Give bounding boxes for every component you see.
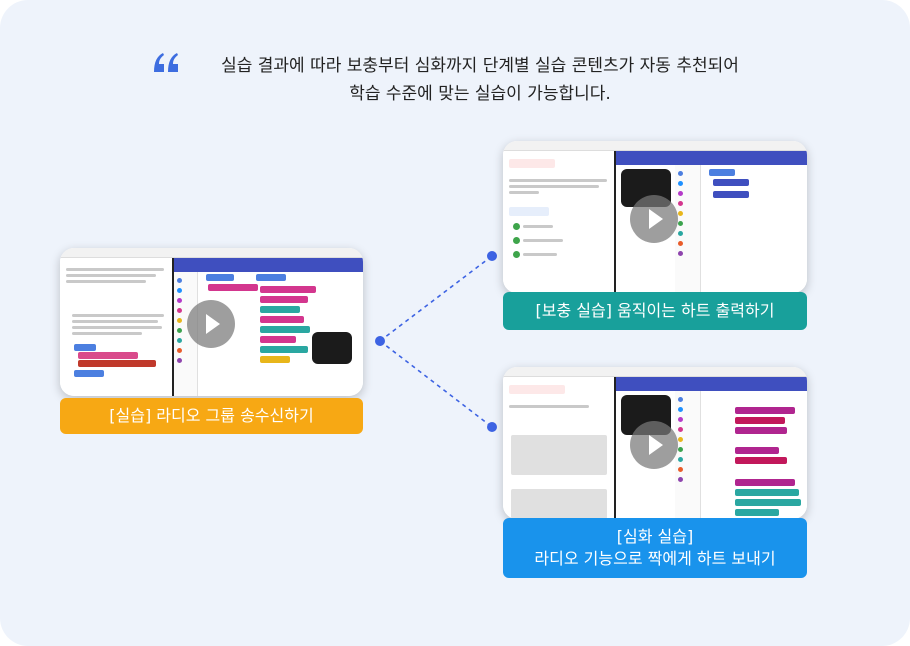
play-icon[interactable] <box>630 195 678 243</box>
play-icon[interactable] <box>187 300 235 348</box>
supplement-practice-title: [보충 실습] 움직이는 하트 출력하기 <box>535 301 775 320</box>
supplement-practice-video[interactable] <box>503 141 807 293</box>
main-practice-label: [실습] 라디오 그룹 송수신하기 <box>60 398 363 434</box>
headline-line-1: 실습 결과에 따라 보충부터 심화까지 단계별 실습 콘텐츠가 자동 추천되어 <box>221 56 739 76</box>
advanced-practice-title-1: [심화 실습] <box>616 527 694 546</box>
main-practice-video[interactable] <box>60 248 363 396</box>
headline-line-2: 학습 수준에 맞는 실습이 가능합니다. <box>349 84 611 104</box>
headline: 실습 결과에 따라 보충부터 심화까지 단계별 실습 콘텐츠가 자동 추천되어 … <box>180 52 780 108</box>
play-icon[interactable] <box>630 421 678 469</box>
advanced-practice-label: [심화 실습] 라디오 기능으로 짝에게 하트 보내기 <box>503 518 807 578</box>
quote-icon <box>154 53 178 72</box>
advanced-practice-title-2: 라디오 기능으로 짝에게 하트 보내기 <box>534 549 776 568</box>
main-practice-title: [실습] 라디오 그룹 송수신하기 <box>109 406 314 425</box>
advanced-practice-video[interactable] <box>503 367 807 519</box>
supplement-practice-label: [보충 실습] 움직이는 하트 출력하기 <box>503 292 807 330</box>
